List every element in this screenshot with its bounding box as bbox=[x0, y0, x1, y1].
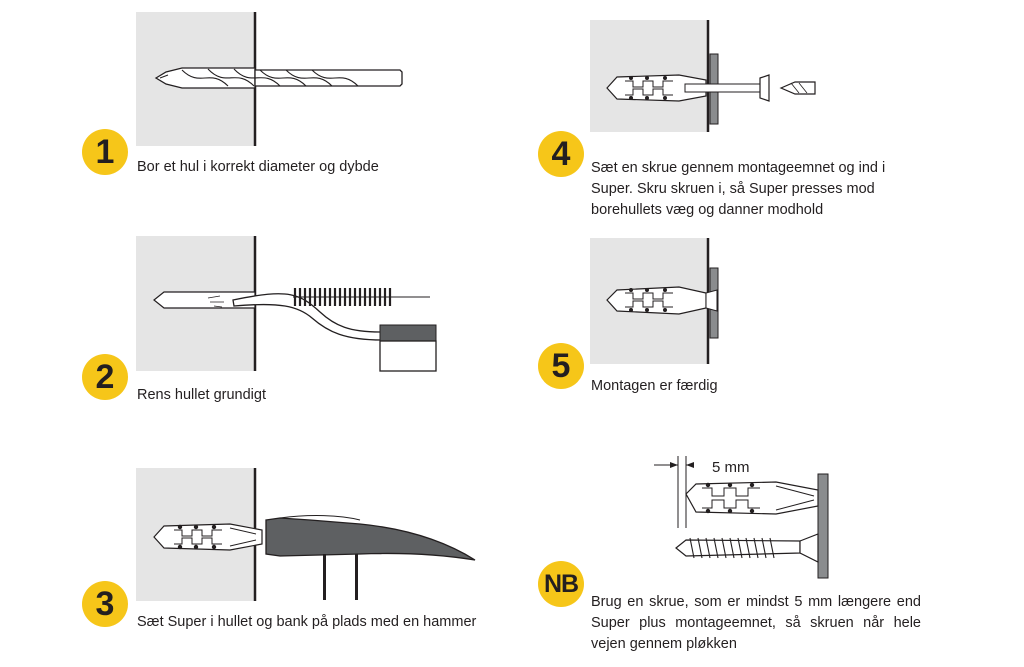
wall-plug-icon bbox=[606, 74, 707, 102]
step-4-badge: 4 bbox=[538, 131, 584, 177]
step-2-badge: 2 bbox=[82, 354, 128, 400]
step-5-badge: 5 bbox=[538, 343, 584, 389]
step-3-caption: Sæt Super i hullet og bank på plads med … bbox=[137, 614, 477, 630]
nb-badge: NB bbox=[538, 561, 584, 607]
step-1-badge: 1 bbox=[82, 129, 128, 175]
screw-icon bbox=[684, 74, 770, 102]
mounting-plate bbox=[817, 473, 829, 579]
blow-pump-icon bbox=[207, 293, 437, 372]
step-3-illustration bbox=[136, 468, 476, 601]
step-4-caption: Sæt en skrue gennem montageemnet og ind … bbox=[591, 160, 886, 218]
cleaning-brush-icon bbox=[293, 288, 430, 306]
step-2-illustration bbox=[136, 236, 437, 372]
step-5-caption: Montagen er færdig bbox=[591, 378, 718, 394]
hammer-icon bbox=[265, 515, 476, 600]
step-3-badge: 3 bbox=[82, 581, 128, 627]
screw-icon bbox=[675, 533, 819, 563]
nb-caption: Brug en skrue, som er mindst 5 mm længer… bbox=[591, 594, 921, 652]
wall-plug-icon bbox=[685, 481, 819, 515]
dimension-label: 5 mm bbox=[712, 459, 750, 476]
screwdriver-bit-icon bbox=[779, 81, 816, 95]
expanded-plug-icon bbox=[606, 286, 718, 315]
step-1-caption: Bor et hul i korrekt diameter og dybde bbox=[137, 159, 379, 175]
drill-bit-icon bbox=[154, 67, 403, 89]
step-5-illustration bbox=[590, 238, 719, 364]
dimension-marker: 5 mm bbox=[654, 456, 750, 528]
wall-plug-icon bbox=[153, 523, 263, 551]
step-1-illustration bbox=[136, 12, 403, 146]
step-2-caption: Rens hullet grundigt bbox=[137, 387, 266, 403]
step-4-illustration bbox=[590, 20, 816, 132]
nb-illustration: 5 mm bbox=[654, 456, 829, 579]
